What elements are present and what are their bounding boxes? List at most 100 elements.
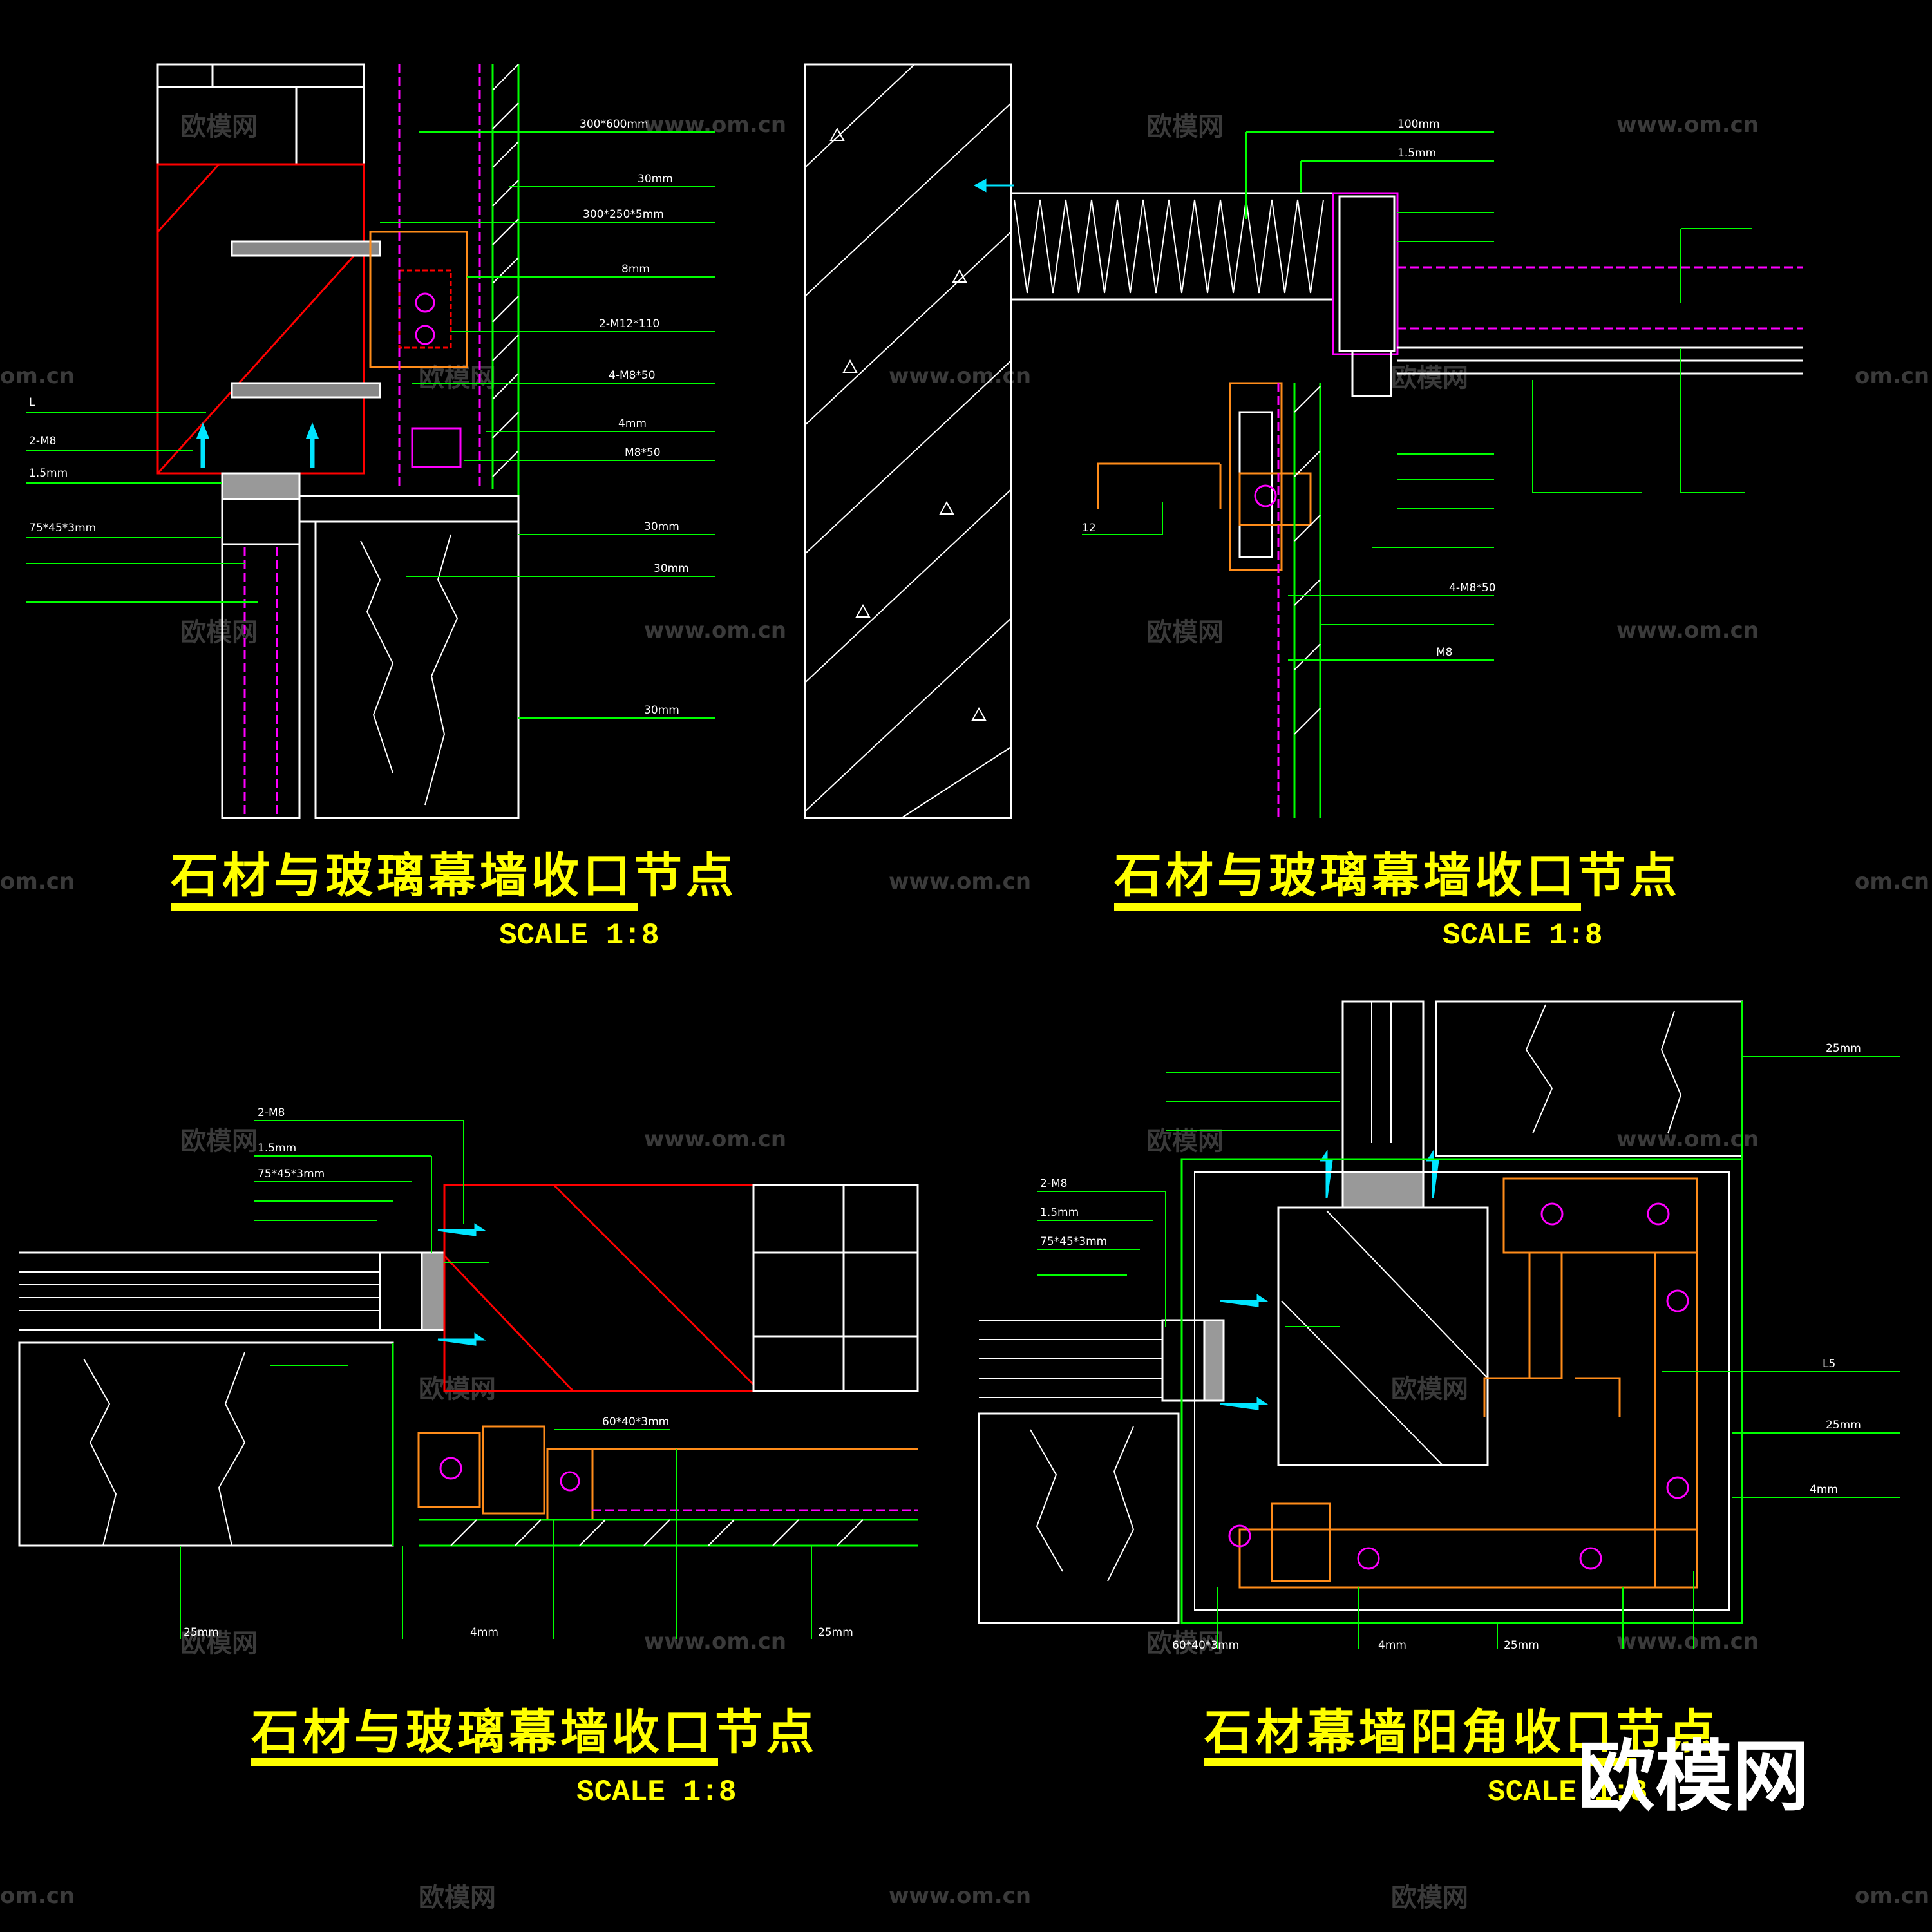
watermark-brand: 欧模网: [180, 618, 258, 647]
svg-text:60*40*3mm: 60*40*3mm: [1172, 1639, 1239, 1652]
svg-text:4-M8*50: 4-M8*50: [1449, 582, 1496, 594]
watermark-brand: 欧模网: [1391, 1374, 1468, 1404]
watermark-url: www.om.cn: [1616, 112, 1759, 138]
detail-title: 石材幕墙阳角收口节点: [1204, 1705, 1719, 1760]
watermark-url: www.om.cn: [889, 363, 1031, 389]
svg-text:4mm: 4mm: [1378, 1639, 1406, 1652]
detail-panel-3: 2-M8 1.5mm 75*45*3mm 60*40*3mm 25mm 4mm …: [18, 1106, 919, 1639]
svg-text:2-M8: 2-M8: [258, 1106, 285, 1119]
detail-panel-1: 300*600mm 30mm 300*250*5mm 8mm 2-M12*110…: [26, 63, 715, 819]
watermark-brand: 欧模网: [419, 1883, 496, 1913]
svg-text:1.5mm: 1.5mm: [258, 1142, 296, 1155]
svg-text:M8: M8: [1436, 646, 1452, 659]
expansion-anchor: [1426, 1150, 1439, 1198]
svg-text:1.5mm: 1.5mm: [29, 467, 68, 480]
svg-text:4mm: 4mm: [1810, 1483, 1838, 1496]
steel-tube: [417, 1432, 481, 1508]
watermark-brand: 欧模网: [180, 1629, 258, 1658]
watermark-url: www.om.cn: [1616, 1629, 1759, 1654]
svg-text:75*45*3mm: 75*45*3mm: [1040, 1235, 1107, 1248]
steel-frame: [1502, 1177, 1698, 1254]
detail-title: 石材与玻璃幕墙收口节点: [171, 848, 737, 904]
scale-label: SCALE 1:8: [1488, 1776, 1647, 1809]
watermark-url: www.om.cn: [1616, 618, 1759, 643]
svg-text:100mm: 100mm: [1397, 118, 1440, 131]
watermark-url: www.om.cn: [889, 1883, 1031, 1909]
title-block-1: 石材与玻璃幕墙收口节点 SCALE 1:8: [171, 848, 737, 952]
scale-label: SCALE 1:8: [1443, 919, 1602, 952]
detail-panel-4: 2-M8 1.5mm 75*45*3mm 25mm L5 25mm 4mm 60…: [978, 1000, 1900, 1652]
aluminum-frame: [1332, 192, 1399, 355]
watermark-url: www.om.cn: [1616, 1126, 1759, 1152]
watermark-layer: 欧模网 www.om.cn 欧模网 www.om.cn om.cn 欧模网 ww…: [0, 112, 1929, 1913]
svg-text:300*600mm: 300*600mm: [580, 118, 649, 131]
frame-outline: [752, 1184, 919, 1392]
svg-text:4mm: 4mm: [470, 1626, 498, 1639]
expansion-anchor: [437, 1332, 486, 1346]
svg-text:25mm: 25mm: [1826, 1042, 1861, 1055]
svg-text:2-M12*110: 2-M12*110: [599, 317, 659, 330]
watermark-brand: 欧模网: [419, 363, 496, 393]
watermark-url: www.om.cn: [644, 618, 786, 643]
watermark-brand: 欧模网: [419, 1374, 496, 1404]
expansion-anchor: [305, 422, 319, 468]
detail-panel-2: 100mm 1.5mm 12 4-M8*50 M8: [804, 63, 1803, 819]
watermark-brand: 欧模网: [1146, 618, 1224, 647]
svg-text:30mm: 30mm: [644, 704, 679, 717]
steel-profile: [1229, 382, 1283, 571]
svg-text:8mm: 8mm: [621, 263, 650, 276]
svg-text:L5: L5: [1823, 1358, 1835, 1370]
watermark-url-fragment: om.cn: [0, 1883, 75, 1909]
svg-text:L: L: [29, 396, 35, 409]
svg-text:30mm: 30mm: [654, 562, 689, 575]
expansion-anchor: [1220, 1294, 1269, 1307]
svg-text:30mm: 30mm: [638, 173, 673, 185]
detail-title: 石材与玻璃幕墙收口节点: [251, 1705, 818, 1760]
svg-text:25mm: 25mm: [818, 1626, 853, 1639]
scale-label: SCALE 1:8: [499, 919, 659, 952]
anchor-bolt: [231, 382, 381, 399]
watermark-brand: 欧模网: [1146, 1126, 1224, 1156]
anchor-bolt: [231, 240, 381, 257]
watermark-url-fragment: om.cn: [1855, 363, 1929, 389]
svg-text:1.5mm: 1.5mm: [1040, 1206, 1079, 1219]
svg-text:2-M8: 2-M8: [29, 435, 56, 448]
watermark-brand: 欧模网: [180, 112, 258, 142]
expansion-anchor: [437, 1223, 486, 1236]
title-block-2: 石材与玻璃幕墙收口节点 SCALE 1:8: [1114, 848, 1677, 952]
watermark-brand: 欧模网: [1391, 363, 1468, 393]
svg-text:75*45*3mm: 75*45*3mm: [29, 522, 96, 535]
watermark-brand: 欧模网: [1146, 1629, 1224, 1658]
concrete-column: [804, 63, 1012, 819]
svg-text:300*250*5mm: 300*250*5mm: [583, 208, 664, 221]
expansion-anchor: [973, 178, 1014, 193]
expansion-anchor: [1320, 1150, 1333, 1198]
watermark-brand: 欧模网: [1146, 112, 1224, 142]
svg-text:30mm: 30mm: [644, 520, 679, 533]
connector: [411, 427, 462, 468]
watermark-brand: 欧模网: [180, 1126, 258, 1156]
svg-text:4mm: 4mm: [618, 417, 647, 430]
svg-text:4-M8*50: 4-M8*50: [609, 369, 656, 382]
title-block-4: 石材幕墙阳角收口节点 SCALE 1:8: [1204, 1705, 1719, 1809]
svg-text:25mm: 25mm: [1504, 1639, 1539, 1652]
svg-text:M8*50: M8*50: [625, 446, 661, 459]
watermark-url: www.om.cn: [644, 1126, 786, 1152]
brand-logo: 欧模网: [1578, 1732, 1810, 1822]
watermark-brand: 欧模网: [1391, 1883, 1468, 1913]
watermark-url: www.om.cn: [644, 1629, 786, 1654]
svg-text:25mm: 25mm: [1826, 1419, 1861, 1432]
svg-text:2-M8: 2-M8: [1040, 1177, 1067, 1190]
watermark-url: www.om.cn: [889, 869, 1031, 895]
svg-text:25mm: 25mm: [184, 1626, 219, 1639]
watermark-url-fragment: om.cn: [0, 363, 75, 389]
steel-bracket: [369, 231, 468, 368]
svg-text:75*45*3mm: 75*45*3mm: [258, 1168, 325, 1180]
svg-text:60*40*3mm: 60*40*3mm: [602, 1416, 669, 1428]
svg-text:12: 12: [1082, 522, 1096, 535]
scale-label: SCALE 1:8: [576, 1776, 736, 1809]
watermark-url: www.om.cn: [644, 112, 786, 138]
watermark-url-fragment: om.cn: [1855, 869, 1929, 895]
stone-corner-block: [1277, 1206, 1489, 1466]
